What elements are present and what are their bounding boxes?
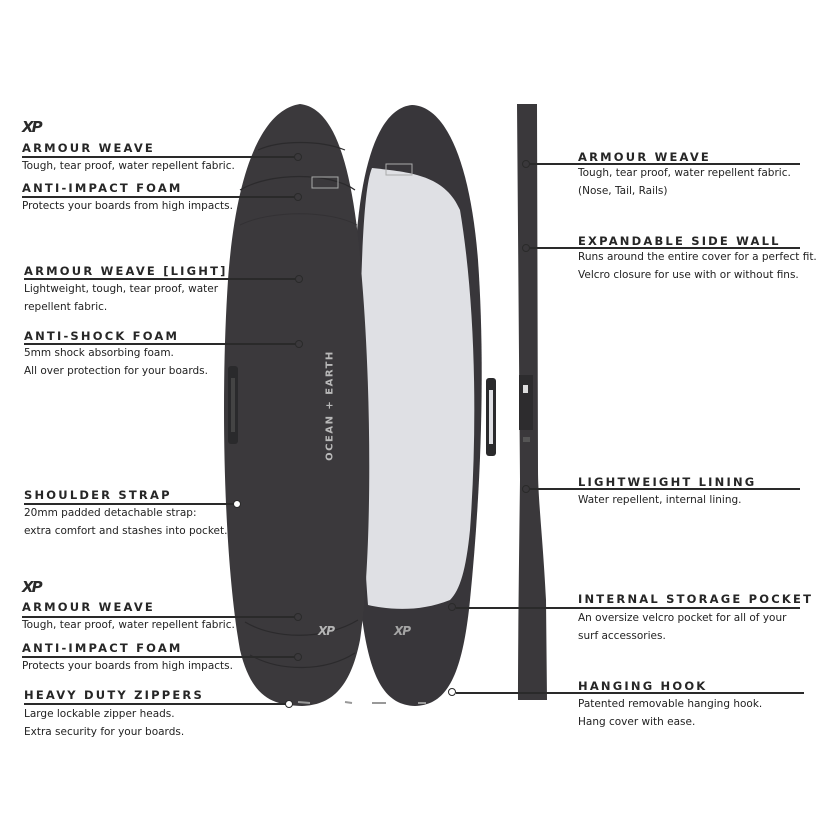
callout-point-marker (233, 500, 241, 508)
front-cover-shell (224, 104, 370, 706)
callout-leader-line (22, 656, 295, 658)
callout-point-marker (522, 160, 530, 168)
callout-title: INTERNAL STORAGE POCKET (578, 592, 814, 606)
callout-point-marker (522, 244, 530, 252)
brand-wordmark: OCEAN + EARTH (324, 350, 336, 461)
callout-title: LIGHTWEIGHT LINING (578, 475, 757, 489)
callout-title: ARMOUR WEAVE (22, 141, 155, 155)
callout-point-marker (295, 340, 303, 348)
callout-leader-line (24, 503, 234, 505)
callout-description: Patented removable hanging hook. Hang co… (578, 698, 763, 728)
callout-leader-line (22, 196, 295, 198)
callout-point-marker (448, 688, 456, 696)
callout-description: Tough, tear proof, water repellent fabri… (22, 160, 235, 172)
callout-leader-line (530, 247, 800, 249)
callout-leader-line (22, 616, 295, 618)
callout-leader-line (530, 163, 800, 165)
callout-leader-line (456, 692, 804, 694)
callout-point-marker (294, 613, 302, 621)
xp-logo-icon: XP (22, 118, 43, 136)
callout-title: HEAVY DUTY ZIPPERS (24, 688, 204, 702)
callout-title: ANTI-SHOCK FOAM (24, 329, 180, 343)
xp-logo-back: XP (394, 624, 411, 638)
callout-description: 20mm padded detachable strap: extra comf… (24, 507, 228, 537)
callout-leader-line (24, 343, 296, 345)
callout-title: ANTI-IMPACT FOAM (22, 641, 183, 655)
xp-logo-icon: XP (22, 578, 43, 596)
callout-point-marker (522, 485, 530, 493)
callout-description: 5mm shock absorbing foam. All over prote… (24, 347, 208, 377)
callout-description: Protects your boards from high impacts. (22, 200, 233, 212)
callout-leader-line (24, 278, 296, 280)
callout-description: Large lockable zipper heads. Extra secur… (24, 708, 185, 738)
callout-title: ARMOUR WEAVE [LIGHT] (24, 264, 228, 278)
callout-title: ANTI-IMPACT FOAM (22, 181, 183, 195)
back-cover-lining (360, 168, 475, 609)
callout-title: ARMOUR WEAVE (22, 600, 155, 614)
callout-point-marker (294, 193, 302, 201)
callout-leader-line (530, 488, 800, 490)
callout-point-marker (294, 153, 302, 161)
callout-point-marker (448, 603, 456, 611)
brand-badge-front (311, 176, 339, 189)
callout-description: Tough, tear proof, water repellent fabri… (22, 619, 235, 631)
callout-point-marker (295, 275, 303, 283)
callout-point-marker (285, 700, 293, 708)
callout-description: Protects your boards from high impacts. (22, 660, 233, 672)
callout-title: HANGING HOOK (578, 679, 708, 693)
callout-title: SHOULDER STRAP (24, 488, 172, 502)
callout-leader-line (24, 703, 286, 705)
callout-description: Lightweight, tough, tear proof, water re… (24, 283, 219, 313)
callout-point-marker (294, 653, 302, 661)
callout-description: Runs around the entire cover for a perfe… (578, 251, 817, 281)
callout-leader-line (22, 156, 295, 158)
callout-leader-line (456, 607, 800, 609)
xp-logo-front: XP (318, 624, 335, 638)
callout-title: ARMOUR WEAVE (578, 150, 711, 164)
callout-description: Tough, tear proof, water repellent fabri… (578, 167, 791, 197)
callout-description: An oversize velcro pocket for all of you… (578, 612, 787, 642)
callout-title: EXPANDABLE SIDE WALL (578, 234, 781, 248)
brand-badge-back (385, 163, 413, 176)
callout-description: Water repellent, internal lining. (578, 494, 742, 506)
